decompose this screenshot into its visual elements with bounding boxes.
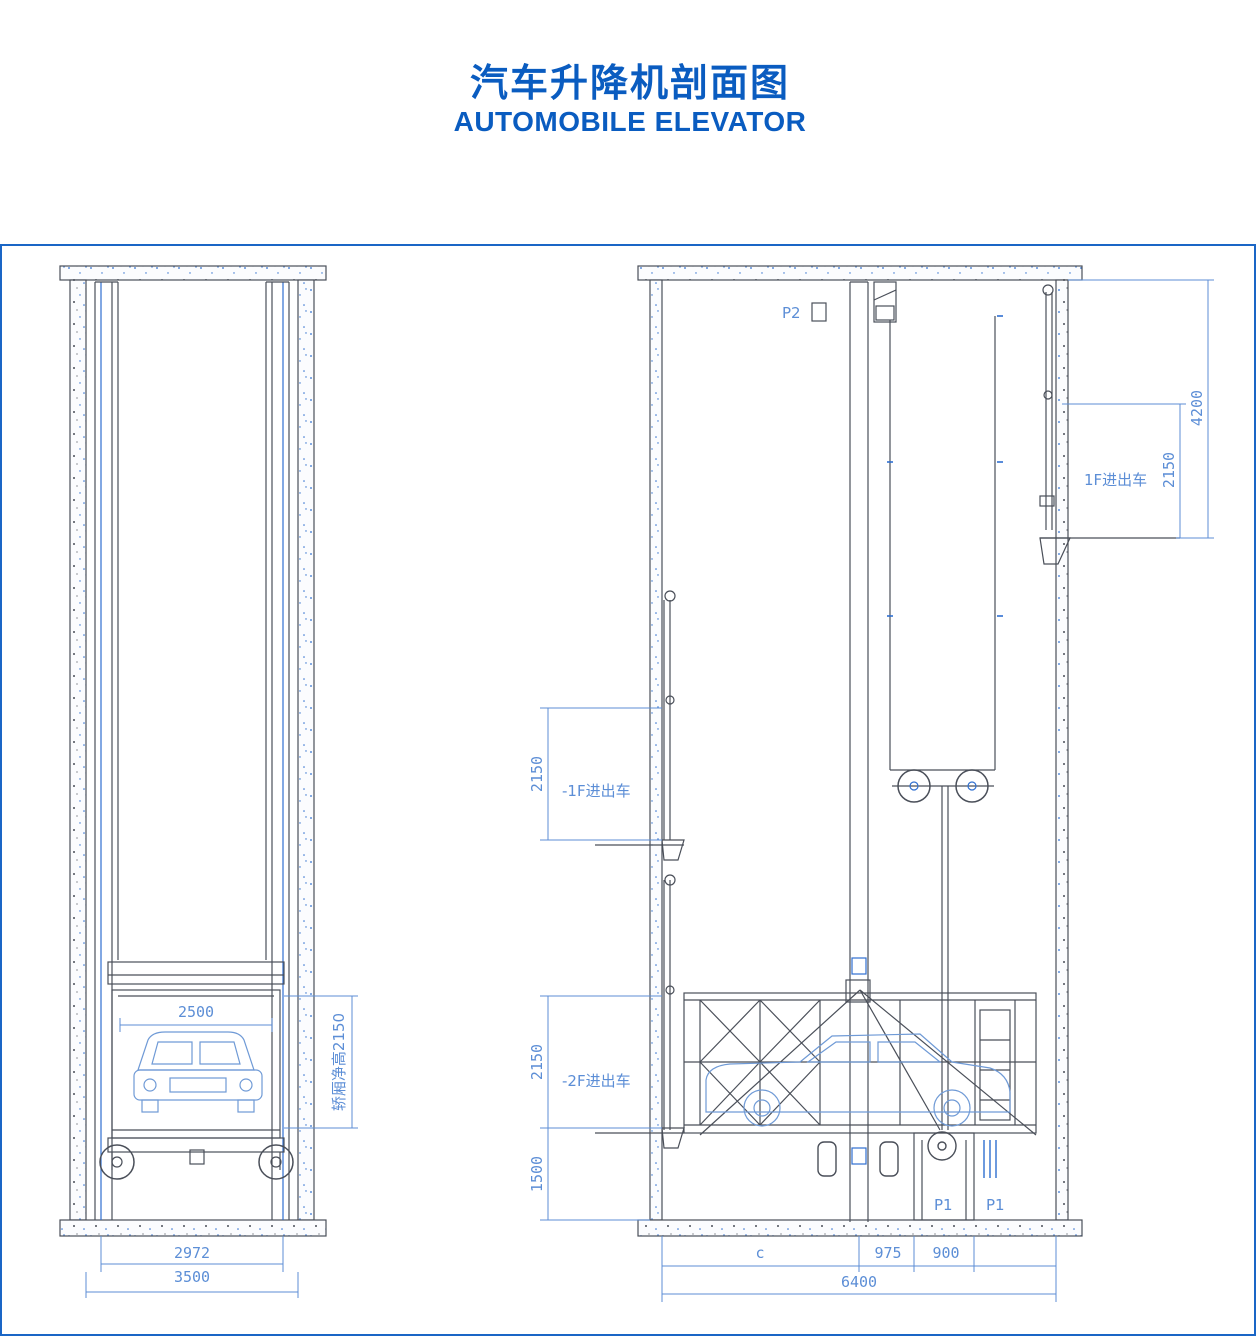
landing-minus1f [595,839,685,861]
left-top-slab [59,265,327,281]
label-1f: 1F进出车 [1084,471,1147,489]
dim-minus2f-label: 2150 [528,1044,546,1080]
dim-2500-label: 2500 [178,1003,214,1021]
dim-2972-label: 2972 [174,1244,210,1262]
left-guide-rails [94,281,290,1220]
buffers [983,1140,997,1178]
left-floor-slab [59,1219,327,1237]
dim-c-label: c [755,1244,764,1262]
right-wall-right [1055,279,1069,1221]
dim-minus1f [540,707,662,841]
dim-2972 [100,1236,284,1272]
dim-cabin-height-label: 轿厢净高2150 [330,1013,348,1111]
label-minus2f: -2F进出车 [562,1072,631,1090]
dim-4200-label: 4200 [1188,390,1206,426]
dim-cabin-height [284,995,358,1129]
car-side-view [705,1033,1011,1127]
landing-minus2f [595,1127,685,1149]
landing-1f [1039,537,1180,565]
right-top-slab [637,265,1083,281]
main-column [849,281,869,1222]
dim-4200 [1068,279,1214,539]
dim-6400-label: 6400 [841,1273,877,1291]
car-front-view [133,1031,263,1113]
platform-wheels [817,1131,957,1177]
label-p1-b: P1 [986,1196,1005,1214]
pulley-left [897,769,931,803]
dim-1f [1062,403,1186,538]
dim-minus2f [540,995,662,1129]
door-equipment-left [663,590,676,1130]
p2-box [811,302,827,322]
counterweight-frame [889,316,996,1130]
right-view: P2 [528,265,1214,1302]
dim-bottom-row [661,1236,1057,1302]
pulley-right [955,769,989,803]
dim-1f-label: 2150 [1160,452,1178,488]
label-p1-a: P1 [934,1196,953,1214]
dim-minus1f-label: 2150 [528,756,546,792]
door-equipment-right [1039,284,1055,530]
dim-2500 [119,1018,273,1032]
left-view: 2500 轿厢净高2150 2972 3500 [59,265,358,1298]
dim-pit [540,1128,650,1221]
dim-3500-label: 3500 [174,1268,210,1286]
left-wall-left [69,279,87,1221]
dim-975-label: 975 [874,1244,901,1262]
dim-900-label: 900 [932,1244,959,1262]
top-machine [873,281,897,323]
drawing-frame [0,244,1256,1336]
platform-truss [683,979,1037,1136]
label-minus1f: -1F进出车 [562,782,631,800]
left-wheel-right [258,1144,294,1180]
right-floor-slab [637,1219,1083,1237]
right-wall-left [649,279,663,1221]
page-subtitle: AUTOMOBILE ELEVATOR [453,106,807,137]
left-wheel-left [99,1144,135,1180]
dim-pit-label: 1500 [528,1156,546,1192]
left-wall-right [297,279,315,1221]
frame-ticks [887,315,1003,617]
label-p2: P2 [782,304,801,322]
left-cabin [107,961,285,1170]
pit-structure [913,1132,975,1221]
dim-3500 [85,1272,299,1298]
page-title: 汽车升降机剖面图 [469,61,790,105]
